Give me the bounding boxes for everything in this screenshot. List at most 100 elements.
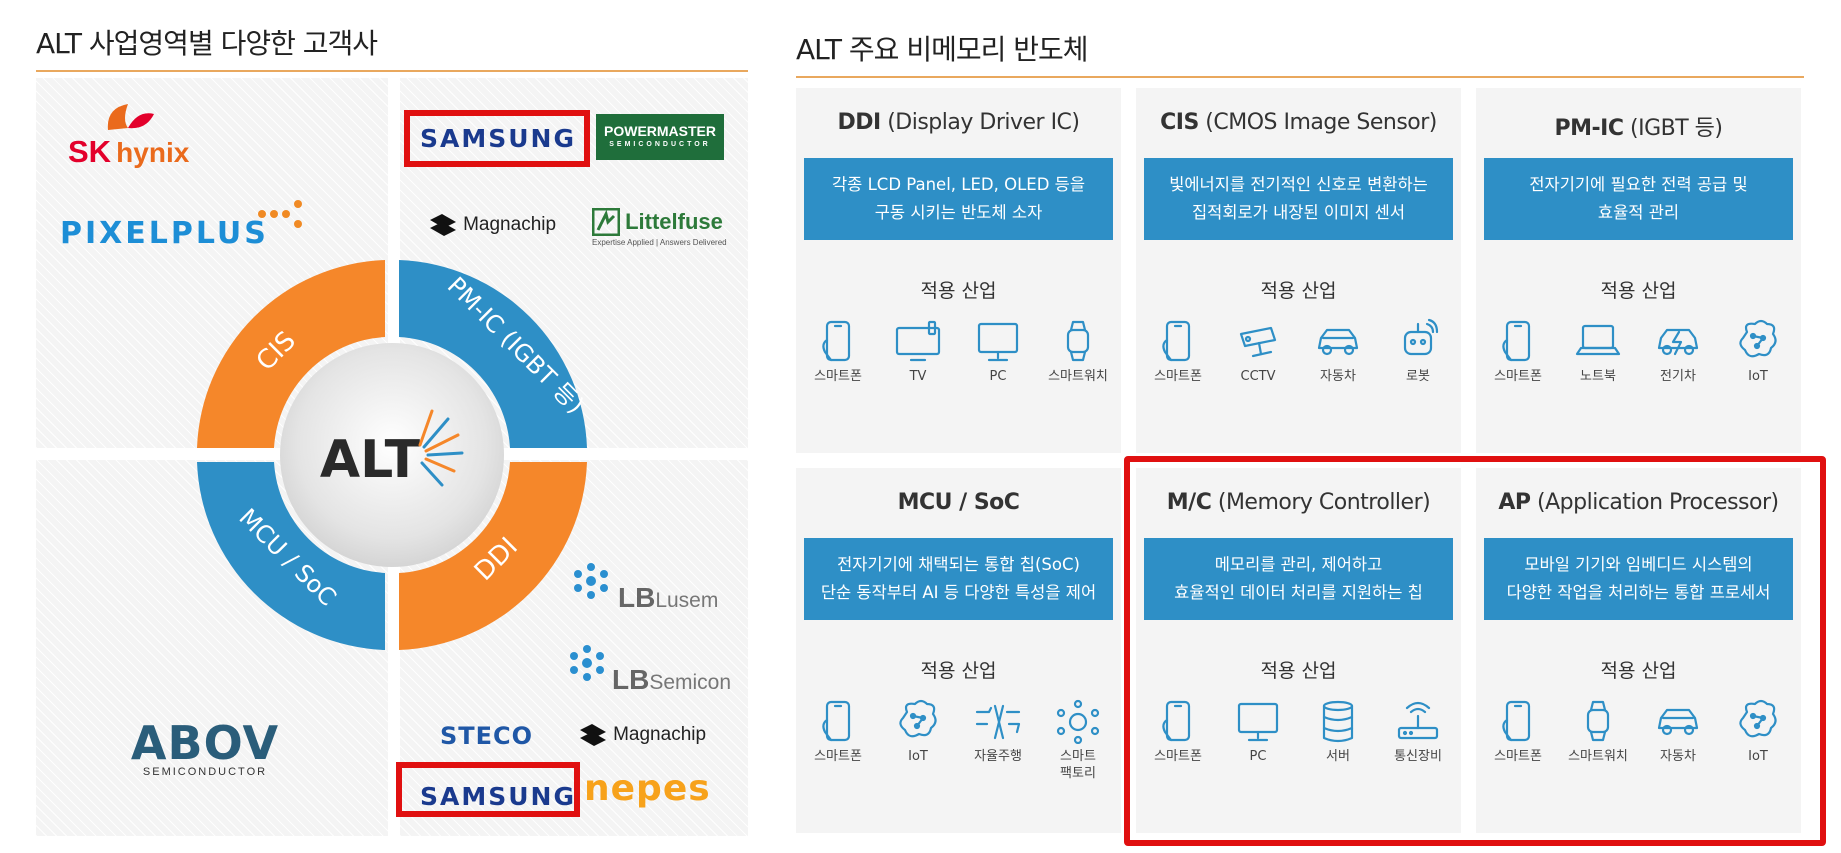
industry-label: 자동차	[1320, 369, 1356, 384]
autonomous-driving-icon	[975, 704, 1021, 740]
industry-item: 스마트폰	[1138, 698, 1218, 765]
magnachip-logo-top: Magnachip	[428, 212, 556, 238]
magnachip-icon	[430, 214, 456, 236]
industry-label: PC	[1249, 749, 1267, 764]
iot-icon	[1739, 319, 1777, 358]
card-industry-heading: 적용 산업	[1600, 280, 1677, 302]
samsung-top-highlight	[404, 110, 590, 167]
industry-item: 로봇	[1378, 318, 1458, 385]
router-icon	[1397, 701, 1439, 740]
samsung-bottom-highlight	[396, 762, 580, 817]
abov-sub: SEMICONDUCTOR	[142, 766, 268, 778]
magnachip-logo-bottom: Magnachip	[578, 722, 706, 748]
car-icon	[1657, 708, 1699, 736]
card-title-full: (Display Driver IC)	[887, 110, 1080, 135]
ring-segment-ddi	[399, 462, 587, 650]
industry-label: 스마트워치	[1048, 369, 1108, 384]
industry-label: 스마트워치	[1568, 749, 1628, 764]
smartphone-icon	[1502, 320, 1531, 362]
magnachip-text: Magnachip	[463, 214, 557, 235]
card-description: 전자기기에 채택되는 통합 칩(SoC)단순 동작부터 AI 등 다양한 특성을…	[804, 538, 1113, 620]
semicon-text: Semicon	[649, 671, 732, 694]
tv-icon	[895, 320, 941, 362]
lb-text: LB	[612, 664, 650, 695]
hynix-text: hynix	[116, 137, 190, 168]
card-title: CIS (CMOS Image Sensor)	[1136, 110, 1461, 135]
robot-icon	[1403, 318, 1439, 356]
business-area-donut: CIS PM-IC (IGBT 등) DDI MCU / SoC ALT	[197, 260, 589, 650]
ring-segment-mcu	[197, 462, 385, 650]
ev-icon	[1657, 328, 1699, 356]
product-card: MCU / SoC 전자기기에 채택되는 통합 칩(SoC)단순 동작부터 AI…	[796, 468, 1121, 833]
smartphone-icon	[1162, 700, 1191, 742]
steco-text: STECO	[440, 722, 534, 750]
samsung-text: SAMSUNG	[420, 782, 576, 811]
industry-item: TV	[878, 318, 958, 385]
industry-label: 로봇	[1406, 369, 1430, 384]
quadrant-cis	[36, 78, 388, 448]
card-description-line: 구동 시키는 반도체 소자	[874, 203, 1043, 222]
powermaster-sub: SEMICONDUCTOR	[609, 141, 711, 148]
smart-factory-icon	[1056, 699, 1100, 744]
industry-label: PC	[989, 369, 1007, 384]
card-description-line: 다양한 작업을 처리하는 통합 프로세서	[1506, 583, 1771, 602]
lusem-text: Lusem	[655, 589, 719, 612]
card-description-line: 효율적인 데이터 처리를 지원하는 칩	[1174, 583, 1423, 602]
pixelplus-text: PIXELPLUS	[60, 216, 269, 251]
cctv-icon	[1239, 326, 1277, 358]
iot-icon	[899, 699, 937, 738]
card-industry-heading: 적용 산업	[1260, 280, 1337, 302]
card-title: MCU / SoC	[796, 490, 1121, 515]
product-card: AP (Application Processor)모바일 기기와 임베디드 시…	[1476, 468, 1801, 833]
pc-icon	[1237, 702, 1279, 742]
donut-center	[280, 343, 504, 567]
industry-item: 스마트폰	[798, 318, 878, 385]
industry-item: 스마트워치	[1038, 318, 1118, 385]
powermaster-text: POWERMASTER	[604, 123, 716, 139]
card-description-line: 빛에너지를 전기적인 신호로 변환하는	[1169, 175, 1428, 194]
customers-title-rule	[36, 70, 748, 72]
powermaster-logo: POWERMASTER SEMICONDUCTOR	[596, 114, 724, 160]
industry-item: PC	[958, 318, 1038, 385]
industry-label: 자율주행	[974, 749, 1022, 764]
samsung-logo-top: SAMSUNG	[420, 124, 576, 153]
industry-item: 스마트 팩토리	[1038, 698, 1118, 782]
smartphone-icon	[1502, 700, 1531, 742]
product-card: CIS (CMOS Image Sensor) 빛에너지를 전기적인 신호로 변환…	[1136, 88, 1461, 453]
card-title-full: (Application Processor)	[1537, 490, 1779, 515]
industry-label: 스마트폰	[1154, 369, 1202, 384]
pixelplus-dots-icon	[258, 200, 302, 228]
card-title-abbr: DDI	[837, 110, 881, 135]
industry-label: 스마트폰	[1494, 749, 1542, 764]
card-title-full: (Memory Controller)	[1217, 490, 1431, 515]
industry-label: 자동차	[1660, 749, 1696, 764]
industry-item: 스마트폰	[1138, 318, 1218, 385]
iot-icon	[1739, 699, 1777, 738]
smartphone-icon	[822, 320, 851, 362]
car-icon	[1317, 328, 1359, 356]
industry-item: 스마트폰	[1478, 318, 1558, 385]
alt-logo-text: ALT	[320, 430, 421, 490]
industry-label: IoT	[908, 749, 928, 764]
nepes-logo: nepes	[584, 768, 711, 809]
industry-label: 스마트폰	[814, 749, 862, 764]
industry-label: CCTV	[1240, 369, 1276, 384]
industry-label: TV	[909, 369, 927, 384]
abov-text: ABOV	[130, 716, 280, 770]
industry-item: 노트북	[1558, 318, 1638, 385]
server-icon	[1322, 700, 1354, 743]
smartwatch-icon	[1066, 320, 1090, 362]
industry-item: 스마트폰	[798, 698, 878, 765]
sk-hynix-logo: SK hynix	[68, 100, 189, 169]
card-title: AP (Application Processor)	[1476, 490, 1801, 515]
card-description-line: 단순 동작부터 AI 등 다양한 특성을 제어	[820, 583, 1097, 602]
card-title-full: (CMOS Image Sensor)	[1205, 110, 1437, 135]
industry-label: 전기차	[1660, 369, 1696, 384]
snowflake-icon	[574, 563, 608, 599]
card-description-line: 전자기기에 필요한 전력 공급 및	[1529, 175, 1748, 194]
